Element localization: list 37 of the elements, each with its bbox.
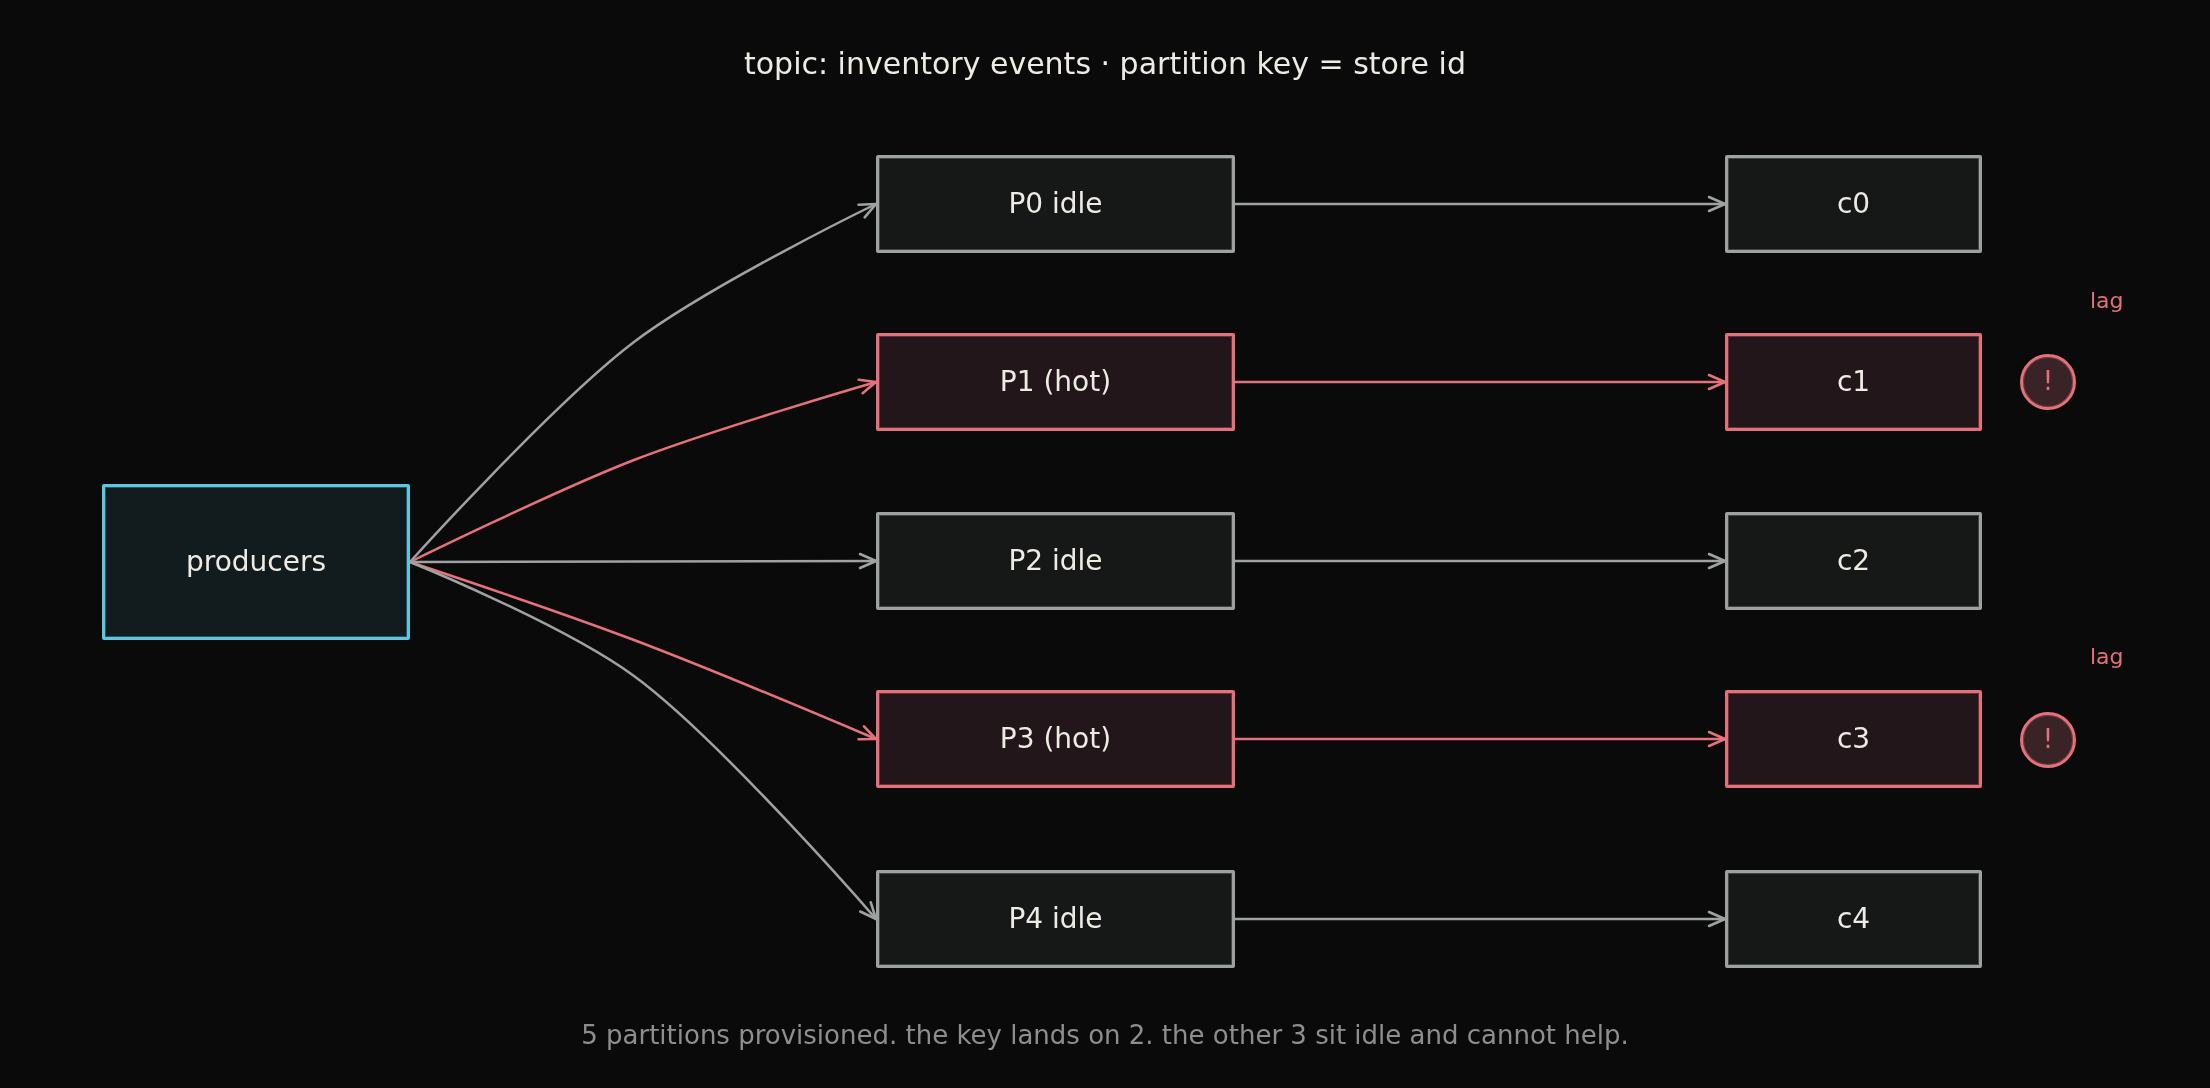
arrow bbox=[1233, 730, 1727, 748]
process-box bbox=[102, 484, 410, 640]
process-box bbox=[876, 870, 1235, 968]
arrow bbox=[1233, 195, 1727, 213]
node-label: c2 bbox=[1836, 544, 1871, 578]
process-box bbox=[1725, 690, 1982, 788]
node-label: P2 idle bbox=[1008, 544, 1103, 578]
node-label: P0 idle bbox=[1008, 187, 1103, 221]
warning-circle bbox=[2020, 354, 2076, 410]
node-label: P4 idle bbox=[1008, 902, 1103, 936]
process-box bbox=[876, 155, 1235, 253]
node-label: c1 bbox=[1836, 365, 1871, 399]
node-label: c0 bbox=[1836, 187, 1871, 221]
diagram-title: topic: inventory events · partition key = store id bbox=[744, 46, 1466, 81]
arrow bbox=[1233, 552, 1727, 570]
node-label: c4 bbox=[1836, 902, 1871, 936]
node-label: producers bbox=[185, 545, 326, 579]
process-box bbox=[876, 512, 1235, 610]
process-box bbox=[1725, 333, 1982, 431]
arrow bbox=[1233, 910, 1727, 928]
side-note: lag bbox=[2090, 288, 2124, 313]
node-label: c3 bbox=[1836, 722, 1871, 756]
process-box bbox=[1725, 512, 1982, 610]
warning-circle bbox=[2020, 712, 2076, 768]
arrow bbox=[1233, 373, 1727, 391]
arrow bbox=[408, 560, 878, 921]
alert-mark: ! bbox=[2042, 366, 2054, 398]
alert-mark: ! bbox=[2042, 724, 2054, 756]
caption-text: 5 partitions provisioned. the key lands on 2. the other 3 sit idle and cannot help. bbox=[581, 1020, 1629, 1050]
process-box bbox=[876, 690, 1235, 788]
node-label: P3 (hot) bbox=[999, 722, 1112, 756]
process-box bbox=[1725, 870, 1982, 968]
node-label: P1 (hot) bbox=[999, 365, 1112, 399]
process-box bbox=[876, 333, 1235, 431]
side-note: lag bbox=[2090, 644, 2124, 669]
arrow bbox=[408, 378, 878, 564]
process-box bbox=[1725, 155, 1982, 253]
